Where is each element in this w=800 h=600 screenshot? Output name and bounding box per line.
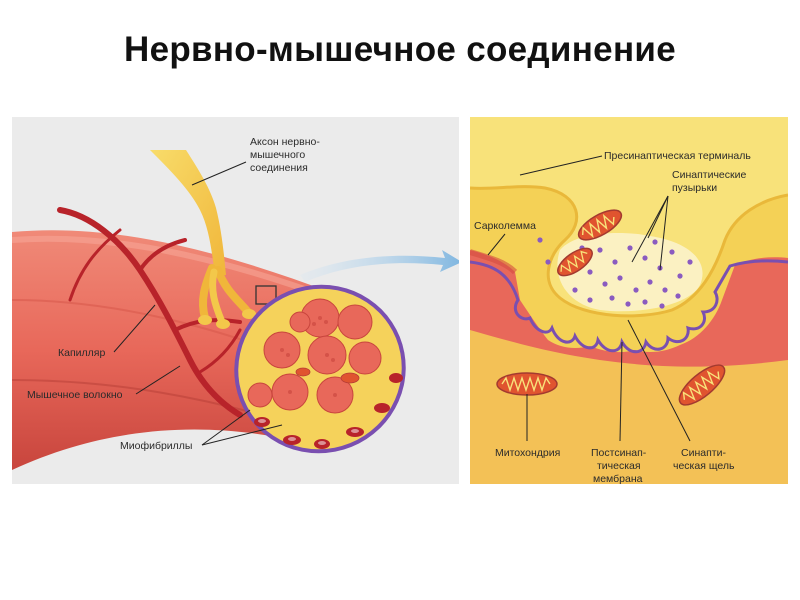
zoom-arrow xyxy=(300,250,459,282)
axon-label-line-3: соединения xyxy=(250,162,308,174)
zoom-region-marker xyxy=(255,285,277,305)
muscle-fiber-label: Мышечное волокно xyxy=(27,389,123,401)
cleft-label-line-2: ческая щель xyxy=(673,460,735,472)
cleft-label-line-1: Синапти- xyxy=(681,447,726,459)
sarcolemma-label: Сарколемма xyxy=(474,220,536,232)
nerve-axon xyxy=(150,150,256,329)
right-illustration xyxy=(470,117,788,484)
myofibrils-label: Миофибриллы xyxy=(120,440,192,452)
capillary-label: Капилляр xyxy=(58,347,105,359)
postsynaptic-label-line-3: мембрана xyxy=(593,473,643,485)
mitochondria-label: Митохондрия xyxy=(495,447,560,459)
axon-label-line-2: мышечного xyxy=(250,149,305,161)
left-illustration xyxy=(12,150,459,470)
vesicles-label-line-2: пузырьки xyxy=(672,182,717,194)
postsynaptic-label-line-1: Постсинап- xyxy=(591,447,647,459)
mitochondria-shapes xyxy=(496,209,726,406)
vesicles-label-line-1: Синаптические xyxy=(672,169,746,181)
presynaptic-terminal-label: Пресинаптическая терминаль xyxy=(604,150,751,162)
axon-label-line-1: Аксон нервно- xyxy=(250,136,320,148)
postsynaptic-label-line-2: тическая xyxy=(597,460,641,472)
synaptic-vesicles xyxy=(537,237,693,309)
page-title: Нервно-мышечное соединение xyxy=(124,30,676,69)
